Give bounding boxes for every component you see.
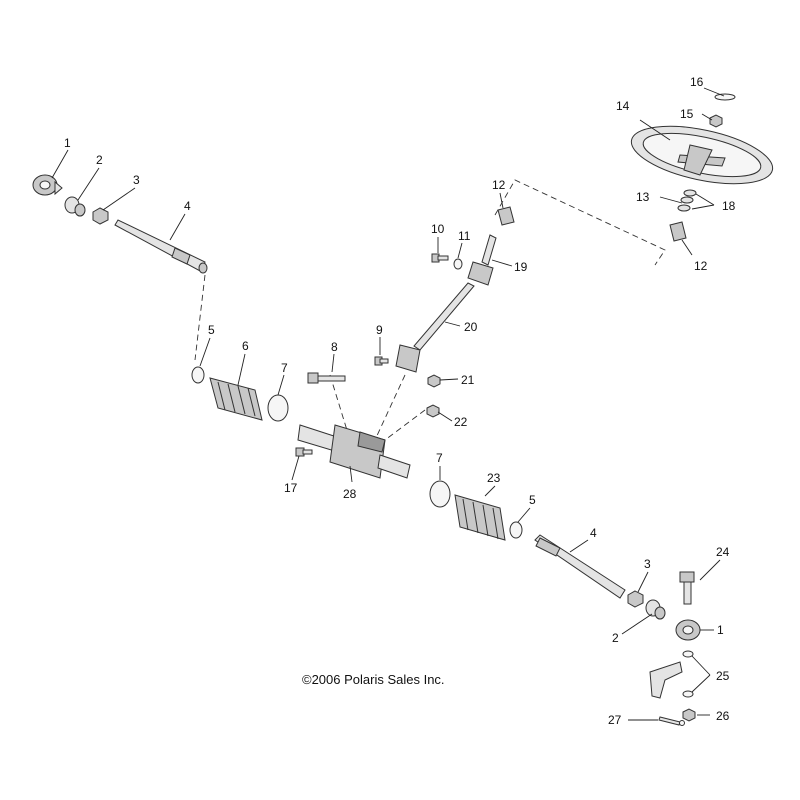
callout-12-lower: 12 — [694, 259, 708, 273]
callout-10: 10 — [431, 222, 445, 236]
nut-left — [92, 207, 109, 225]
callout-21: 21 — [461, 373, 475, 387]
washers-13-18 — [677, 189, 697, 212]
callout-23: 23 — [487, 471, 501, 485]
callout-20: 20 — [464, 320, 478, 334]
callout-4-right: 4 — [590, 526, 597, 540]
steering-wheel — [630, 125, 774, 185]
clamp-left — [191, 366, 205, 384]
leader-lines — [51, 87, 725, 721]
adapter-right — [645, 599, 666, 620]
tie-rod-end-left — [32, 174, 63, 196]
adapter-left — [64, 196, 86, 217]
clamp-right — [509, 521, 523, 539]
bushing-12-upper — [497, 206, 515, 226]
callout-5-left: 5 — [208, 323, 215, 337]
callout-1-right: 1 — [717, 623, 724, 637]
callout-7-right: 7 — [436, 451, 443, 465]
callout-22: 22 — [454, 415, 468, 429]
callout-4-left: 4 — [184, 199, 191, 213]
callout-2-right: 2 — [612, 631, 619, 645]
nut-22 — [426, 404, 440, 418]
assembly-dashed-lines — [194, 179, 666, 441]
clamp-7-left — [267, 394, 289, 422]
callout-7-left: 7 — [281, 361, 288, 375]
tie-rod-end-right — [675, 619, 701, 641]
callout-26: 26 — [716, 709, 730, 723]
callout-27: 27 — [608, 713, 622, 727]
callout-9: 9 — [376, 323, 383, 337]
callout-16: 16 — [690, 75, 704, 89]
callout-25: 25 — [716, 669, 730, 683]
callout-3-right: 3 — [644, 557, 651, 571]
callout-5-right: 5 — [529, 493, 536, 507]
boot-left — [209, 377, 263, 421]
callout-13: 13 — [636, 190, 650, 204]
callout-2-left: 2 — [96, 153, 103, 167]
callout-12-upper: 12 — [492, 178, 506, 192]
callout-8: 8 — [331, 340, 338, 354]
callout-18: 18 — [722, 199, 736, 213]
nut-26 — [682, 708, 696, 722]
clamp-7-right — [429, 480, 451, 508]
bolt-10 — [431, 253, 449, 263]
bolt-24 — [679, 571, 695, 605]
bracket-25 — [649, 650, 694, 699]
inner-tie-rod-right — [534, 534, 626, 599]
cotter-pin-27 — [658, 716, 685, 726]
callout-6: 6 — [242, 339, 249, 353]
callout-11: 11 — [458, 229, 471, 243]
boot-right — [454, 494, 506, 541]
callout-19: 19 — [514, 260, 528, 274]
callout-15: 15 — [680, 107, 694, 121]
callout-labels: 1 2 3 4 5 6 7 8 9 10 11 12 13 14 15 16 1… — [64, 75, 736, 727]
steering-shaft — [395, 234, 497, 373]
cap-16 — [714, 93, 736, 101]
callout-14: 14 — [616, 99, 630, 113]
copyright-notice: ©2006 Polaris Sales Inc. — [302, 672, 445, 687]
washer-11 — [453, 258, 463, 270]
steering-rack — [297, 424, 411, 479]
bolt-9 — [374, 356, 389, 366]
callout-24: 24 — [716, 545, 730, 559]
nut-15 — [709, 114, 723, 128]
callout-28: 28 — [343, 487, 357, 501]
bushing-12-lower — [669, 221, 687, 242]
callout-17: 17 — [284, 481, 298, 495]
bolt-8 — [307, 372, 346, 384]
inner-tie-rod-left — [114, 219, 208, 274]
callout-1-left: 1 — [64, 136, 71, 150]
nut-right — [627, 590, 644, 608]
callout-3-left: 3 — [133, 173, 140, 187]
nut-21 — [427, 374, 441, 388]
bolt-17 — [295, 447, 313, 457]
